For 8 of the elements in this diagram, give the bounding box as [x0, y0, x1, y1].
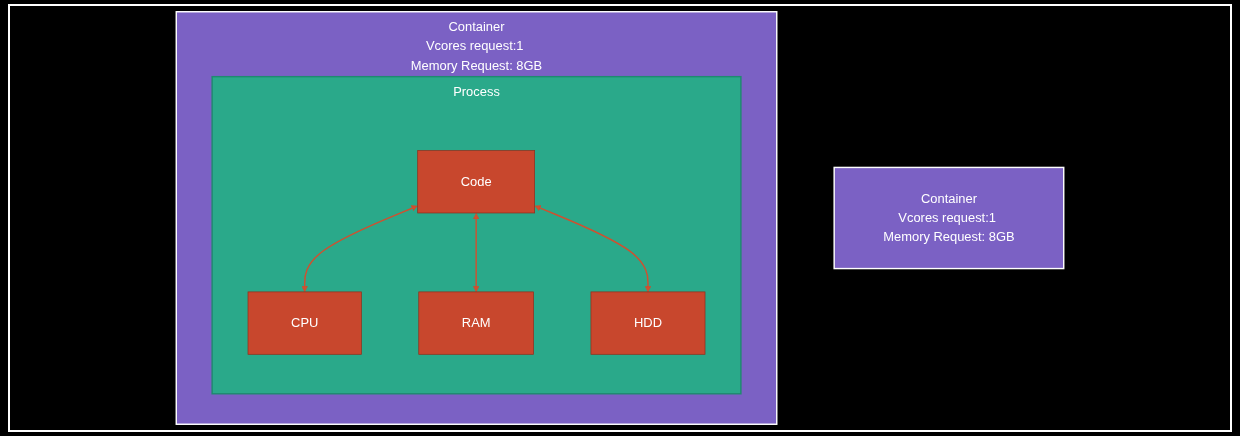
arrow	[301, 205, 418, 293]
node-box: Container Vcores request:1 Memory Request: 8GB	[833, 166, 1065, 270]
node-box: RAM	[418, 291, 534, 355]
arrow	[534, 205, 652, 293]
node-box: CPU	[247, 291, 362, 355]
arrow	[473, 213, 480, 293]
node-box: HDD	[590, 291, 706, 355]
node-box: Code	[417, 150, 535, 214]
